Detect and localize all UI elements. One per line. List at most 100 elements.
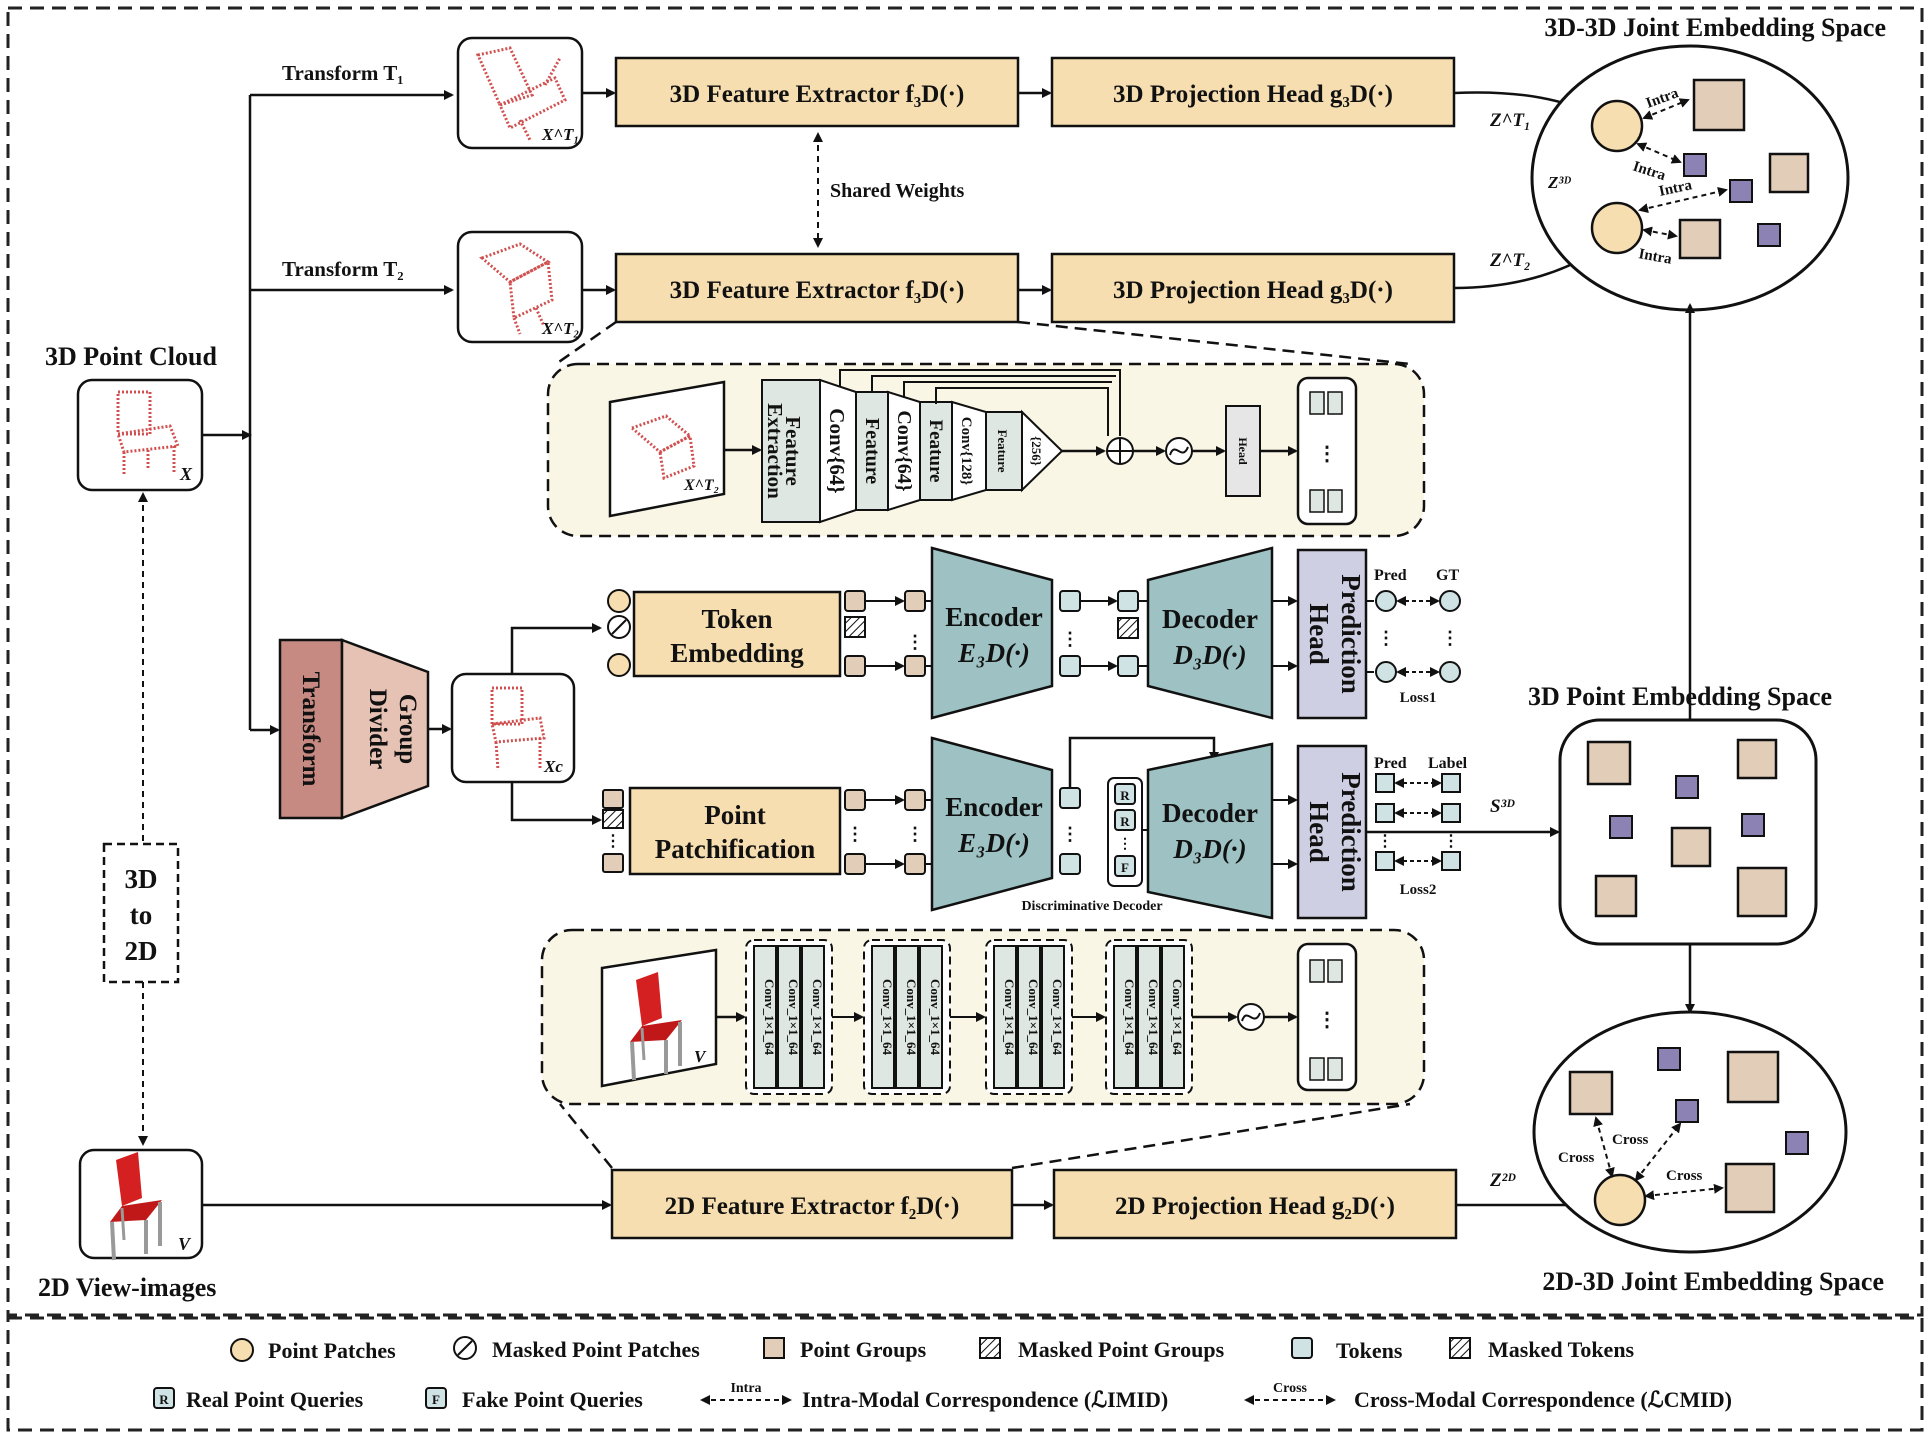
conv-1x1-64-c3: Conv_1×1_64 bbox=[1050, 979, 1065, 1056]
prediction-head-lower bbox=[1296, 744, 1368, 920]
conv-block-3: Conv_1×1_64 Conv_1×1_64 Conv_1×1_64 bbox=[985, 939, 1073, 1095]
ph3d-mid-label: 3D Projection Head g₃D(·) bbox=[1113, 277, 1393, 304]
conv-1x1-64-d2: Conv_1×1_64 bbox=[1146, 979, 1161, 1056]
x-t2-detail-label: X^T₂ bbox=[683, 477, 719, 494]
chair-pointcloud-xc bbox=[490, 686, 546, 771]
legend-r-badge: R bbox=[159, 1392, 169, 1407]
svg-text:⋮: ⋮ bbox=[846, 824, 864, 844]
group-divider-line2: Divider bbox=[364, 689, 391, 770]
intra-label-3: Intra bbox=[1658, 177, 1694, 200]
conv128: Conv{128} bbox=[958, 417, 974, 486]
loss2-label: Loss2 bbox=[1400, 882, 1437, 898]
to2d-box bbox=[102, 842, 180, 984]
encoder-lower bbox=[930, 736, 1054, 912]
space-3d3d-title: 3D-3D Joint Embedding Space bbox=[1544, 13, 1886, 42]
svg-text:⋮: ⋮ bbox=[1443, 833, 1459, 850]
shared-weights-label: Shared Weights bbox=[830, 180, 965, 202]
v-label: V bbox=[178, 1234, 192, 1254]
svg-text:⋮: ⋮ bbox=[1317, 1009, 1337, 1031]
svg-text:⋮: ⋮ bbox=[1377, 628, 1395, 648]
x-c-label: Xc bbox=[543, 757, 563, 776]
encoder-upper bbox=[930, 546, 1054, 720]
projection-head-2d bbox=[1052, 1168, 1458, 1240]
ph3d-top-label: 3D Projection Head g₃D(·) bbox=[1113, 81, 1393, 108]
s-3d-label: S³ᴰ bbox=[1490, 796, 1515, 817]
legend-masked-point-patches: Masked Point Patches bbox=[492, 1337, 700, 1362]
fe3d-mid-label: 3D Feature Extractor f₃D(·) bbox=[670, 277, 965, 304]
conv-1x1-64-b2: Conv_1×1_64 bbox=[904, 979, 919, 1056]
z-t2-label: Z^T₂ bbox=[1489, 250, 1531, 271]
feature-extractor-2d bbox=[610, 1168, 1014, 1240]
fe2d-label: 2D Feature Extractor f₂D(·) bbox=[665, 1193, 960, 1220]
to2d-line2: to bbox=[130, 900, 153, 930]
legend: Point Patches Masked Point Patches Point… bbox=[153, 1336, 1732, 1412]
conv-1x1-64-b3: Conv_1×1_64 bbox=[928, 979, 943, 1056]
discriminative-decoder-label: Discriminative Decoder bbox=[1021, 899, 1162, 914]
x-t2-thumb bbox=[456, 230, 584, 344]
transform-box-label: Transform bbox=[297, 672, 324, 787]
feature-b: Feature bbox=[925, 420, 946, 483]
space-2d3d-title: 2D-3D Joint Embedding Space bbox=[1542, 1267, 1884, 1296]
encoder-upper-line1: Encoder bbox=[945, 602, 1043, 632]
conv-1x1-64-c2: Conv_1×1_64 bbox=[1026, 979, 1041, 1056]
pred-head-upper-line2: Head bbox=[1304, 603, 1334, 665]
legend-fake-point-queries: Fake Point Queries bbox=[462, 1387, 643, 1412]
feature-extractor-3d-top bbox=[614, 56, 1020, 128]
conv-1x1-64-a1: Conv_1×1_64 bbox=[762, 979, 777, 1056]
conv64-b: Conv{64} bbox=[893, 410, 915, 491]
decoder-upper-line1: Decoder bbox=[1162, 604, 1258, 634]
legend-tokens: Tokens bbox=[1336, 1338, 1403, 1363]
conv-1x1-64-a2: Conv_1×1_64 bbox=[786, 979, 801, 1056]
legend-intra: Intra bbox=[730, 1381, 761, 1396]
prediction-head-upper bbox=[1296, 548, 1368, 720]
r-badge-2: R bbox=[1120, 814, 1130, 829]
f256: {256} bbox=[1029, 436, 1044, 466]
z-3d-label: Z³ᴰ bbox=[1547, 173, 1571, 192]
token-embedding-line2: Embedding bbox=[670, 638, 804, 668]
v-detail-label: V bbox=[694, 1047, 707, 1066]
r-badge-1: R bbox=[1120, 788, 1130, 803]
point-patch-line2: Patchification bbox=[655, 834, 815, 864]
conv-1x1-64-b1: Conv_1×1_64 bbox=[880, 979, 895, 1056]
point-patch-line1: Point bbox=[704, 800, 766, 830]
token-embedding-box bbox=[632, 590, 842, 678]
chair-pointcloud-t1 bbox=[475, 46, 567, 141]
transform-t2-label: Transform T₂ bbox=[282, 257, 404, 281]
svg-text:⋮: ⋮ bbox=[1317, 443, 1337, 465]
svg-text:⋮: ⋮ bbox=[1441, 628, 1459, 648]
legend-f-badge: F bbox=[432, 1392, 440, 1407]
decoder-lower bbox=[1146, 742, 1274, 920]
point-cloud-title: 3D Point Cloud bbox=[45, 342, 217, 371]
legend-cross-modal: Cross-Modal Correspondence (ℒCMID) bbox=[1354, 1387, 1732, 1412]
to2d-line1: 3D bbox=[125, 864, 158, 894]
f-badge: F bbox=[1121, 860, 1129, 875]
space-3dpoint-title: 3D Point Embedding Space bbox=[1528, 682, 1832, 711]
svg-text:⋮: ⋮ bbox=[1377, 833, 1393, 850]
feat-extraction-line1: Feature bbox=[781, 416, 805, 486]
to2d-line3: 2D bbox=[125, 936, 158, 966]
svg-text:⋮: ⋮ bbox=[1061, 824, 1079, 844]
projection-head-3d-mid bbox=[1050, 252, 1456, 324]
encoder-lower-line1: Encoder bbox=[945, 792, 1043, 822]
token-embedding-line1: Token bbox=[701, 604, 772, 634]
encoder-lower-line2: E₃D(·) bbox=[957, 828, 1030, 858]
svg-text:⋮: ⋮ bbox=[605, 833, 621, 850]
pred-label-upper: Pred bbox=[1374, 567, 1407, 584]
cross-label-2: Cross bbox=[1612, 1132, 1649, 1148]
legend-cross: Cross bbox=[1273, 1381, 1308, 1396]
svg-text:⋮: ⋮ bbox=[1118, 837, 1132, 852]
svg-text:⋮: ⋮ bbox=[906, 824, 924, 844]
svg-text:⋮: ⋮ bbox=[1061, 629, 1079, 649]
legend-masked-point-groups: Masked Point Groups bbox=[1018, 1337, 1225, 1362]
decoder-lower-line1: Decoder bbox=[1162, 798, 1258, 828]
feature-extractor-3d-mid bbox=[614, 252, 1020, 324]
main-frame bbox=[6, 6, 1924, 1317]
group-divider bbox=[340, 638, 430, 820]
chair-pointcloud-x bbox=[116, 390, 181, 474]
conv-1x1-64-d1: Conv_1×1_64 bbox=[1122, 979, 1137, 1056]
legend-intra-modal: Intra-Modal Correspondence (ℒIMID) bbox=[802, 1387, 1168, 1412]
chair-pointcloud-t2 bbox=[479, 242, 554, 335]
chair-pointcloud-detail bbox=[629, 414, 696, 481]
legend-masked-tokens: Masked Tokens bbox=[1488, 1337, 1635, 1362]
group-divider-line1: Group bbox=[394, 694, 421, 764]
